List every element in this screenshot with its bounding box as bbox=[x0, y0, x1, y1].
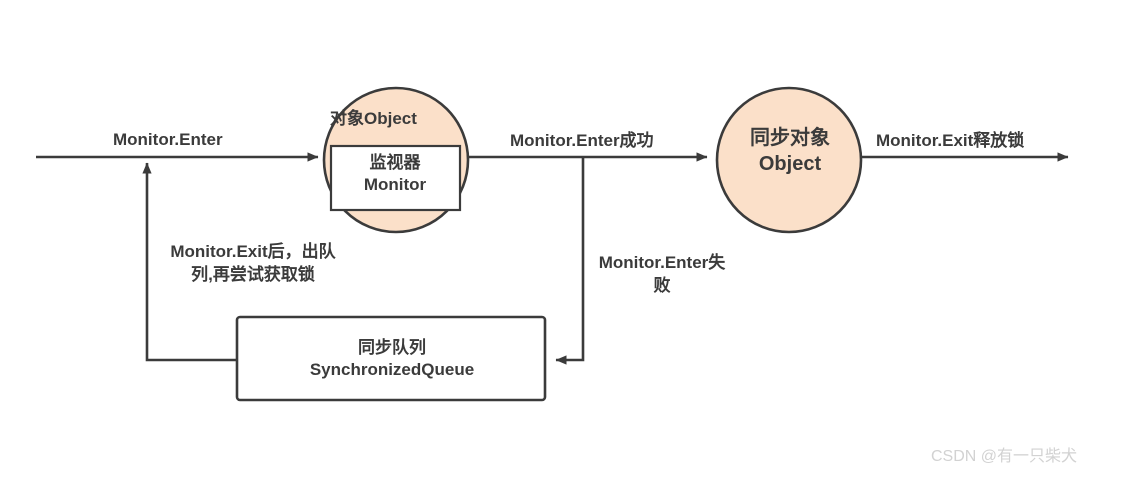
watermark: CSDN @有一只柴犬 bbox=[931, 448, 1078, 465]
edge-label-monitor-exit-dequeue: Monitor.Exit后，出队列,再尝试获取锁 bbox=[158, 241, 348, 287]
node-sync-queue-box bbox=[235, 315, 547, 402]
node-label-monitor: 监视器 Monitor bbox=[331, 152, 459, 196]
node-label-line-2: Monitor bbox=[363, 175, 427, 195]
edge-label-monitor-enter-fail: Monitor.Enter失败 bbox=[589, 252, 735, 298]
edge-monitor-exit-dequeue bbox=[142, 162, 237, 362]
edge-label-monitor-exit-release: Monitor.Exit释放锁 bbox=[876, 131, 1025, 150]
node-label-line-2: Object bbox=[758, 153, 822, 175]
node-label-line-1: 同步队列 bbox=[358, 338, 426, 357]
node-monitor-inner-box bbox=[329, 144, 462, 212]
edge-label-line-1: Monitor.Enter失 bbox=[598, 253, 726, 272]
edge-label-line-2: 列,再尝试获取锁 bbox=[191, 264, 315, 284]
edge-label-line-1: Monitor.Exit后，出队 bbox=[170, 242, 336, 261]
edge-label-line-2: 败 bbox=[653, 275, 671, 295]
node-label-line-1: 监视器 bbox=[369, 153, 421, 172]
node-label-line-1: 同步对象 bbox=[750, 127, 830, 149]
edge-label-monitor-enter-success: Monitor.Enter成功 bbox=[510, 131, 654, 150]
node-sync-object-circle bbox=[715, 86, 863, 234]
edge-label-monitor-enter: Monitor.Enter bbox=[113, 130, 223, 149]
node-label-line-2: SynchronizedQueue bbox=[309, 360, 475, 380]
node-label-sync-queue: 同步队列 SynchronizedQueue bbox=[239, 337, 545, 381]
node-label-sync-object: 同步对象 Object bbox=[714, 125, 866, 177]
edge-monitor-enter-fail bbox=[555, 157, 585, 365]
node-label-object-title: 对象Object bbox=[330, 109, 417, 128]
